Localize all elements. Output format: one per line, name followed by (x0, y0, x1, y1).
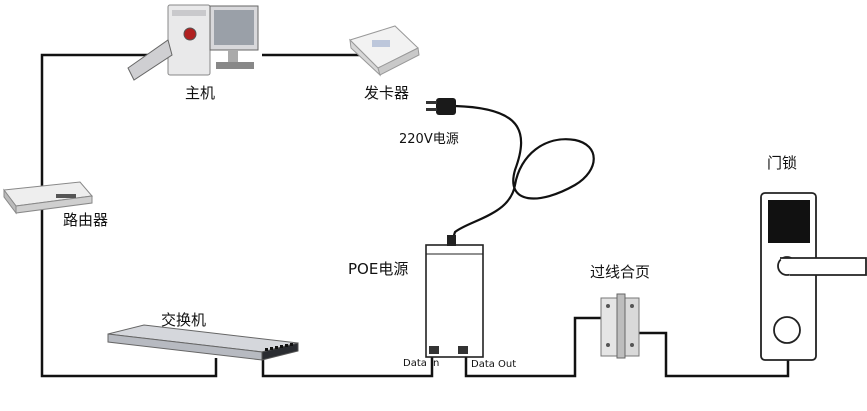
door-hinge-icon (600, 293, 640, 359)
network-switch-icon (107, 324, 299, 361)
host-label: 主机 (185, 84, 216, 102)
door-lock-label: 门锁 (767, 154, 798, 172)
cable-power-cord (449, 104, 595, 246)
data-in-label: Data In (403, 358, 440, 369)
door-lock-icon (760, 192, 867, 361)
router-label: 路由器 (63, 211, 109, 229)
card-issuer-label: 发卡器 (364, 84, 410, 102)
switch-label: 交换机 (161, 311, 207, 329)
card-reader-icon (349, 25, 420, 77)
hinge-label: 过线合页 (590, 263, 651, 281)
data-out-label: Data Out (471, 359, 517, 370)
cable-poe-hinge (464, 316, 612, 378)
power-220v-label: 220V电源 (399, 132, 459, 147)
router-icon (3, 181, 93, 215)
cable-switch-poe (261, 357, 434, 378)
cable-hinge-lock (637, 331, 790, 378)
power-plug-icon (426, 98, 456, 115)
poe-power-label: POE电源 (348, 260, 409, 278)
cable-lines (40, 53, 790, 378)
poe-adapter-icon (425, 235, 484, 358)
cable-host-router-switch (40, 53, 218, 378)
computer-icon (127, 4, 259, 81)
